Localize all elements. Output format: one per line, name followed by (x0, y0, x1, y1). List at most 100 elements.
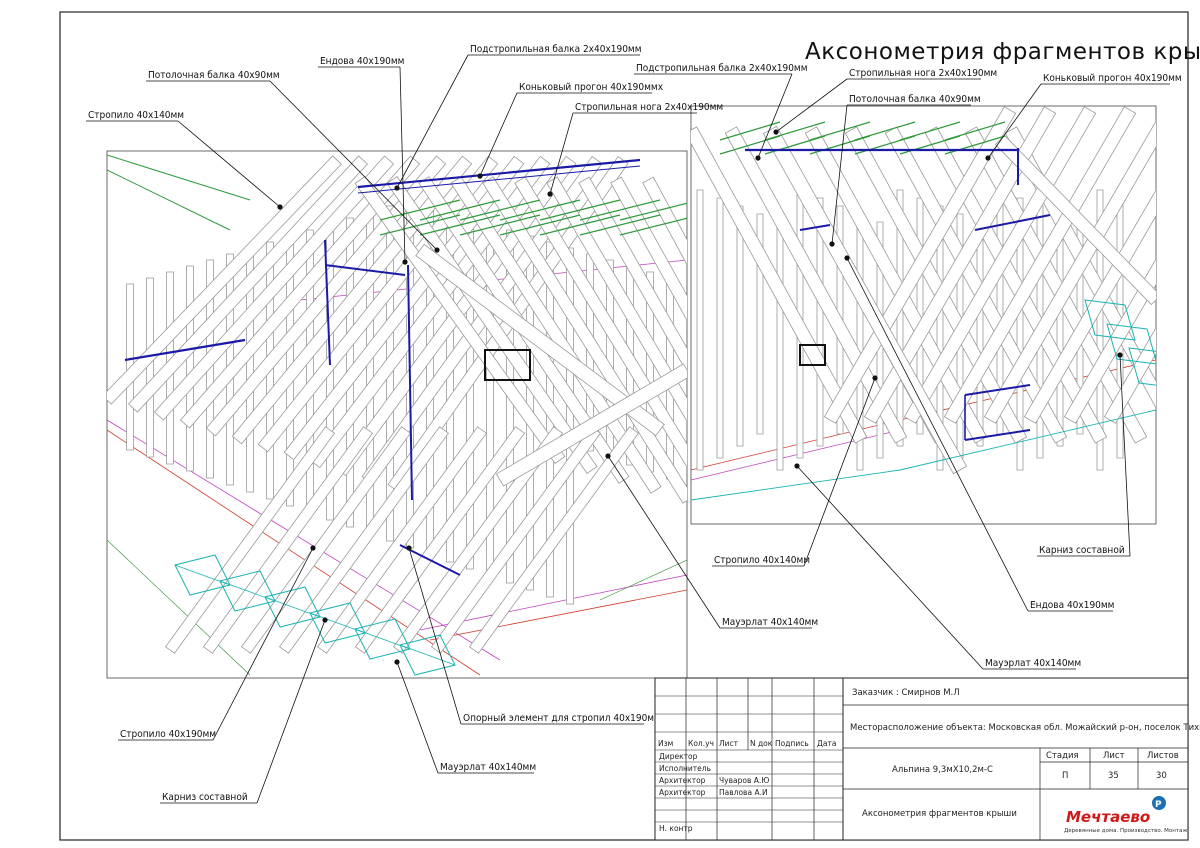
callout-label: Мауэрлат 40х140мм (440, 762, 536, 773)
collar-tie (419, 214, 501, 236)
valley-beam (495, 363, 687, 487)
rafter (128, 155, 368, 413)
eave-bracket-brace (399, 644, 456, 666)
stamp-header: Кол.уч (688, 739, 714, 748)
callout-leader (757, 73, 793, 159)
wall-plate-line (691, 429, 901, 481)
callout-label: Ендова 40х190мм (1030, 600, 1114, 611)
callout-opornyi-element: Опорный элемент для стропил 40х190мм (406, 545, 661, 725)
callout-dot (277, 204, 283, 210)
rafter (1023, 189, 1156, 424)
floor-opening (799, 344, 826, 366)
stamp-header: Лист (719, 739, 739, 748)
rafter (983, 120, 1156, 424)
stamp-header: Подпись (775, 739, 809, 748)
callout-leader (549, 112, 574, 195)
wall-plate-line (107, 429, 481, 676)
callout-label: Карниз составной (1039, 545, 1125, 556)
callout-leader (479, 92, 518, 177)
stamp-role: Исполнитель (659, 764, 711, 773)
stamp-sheets-label: Листов (1147, 751, 1179, 761)
collar-tie (459, 214, 541, 236)
callout-label: Карниз составной (162, 792, 248, 803)
callout-dot (434, 247, 440, 253)
header-beam (324, 264, 406, 276)
stamp-role: Директор (659, 752, 698, 761)
callout-dot (547, 191, 553, 197)
callout-dot (406, 545, 412, 551)
rafter (863, 106, 1057, 424)
collar-tie (619, 202, 687, 221)
callout-karniz-1: Карниз составной (160, 617, 328, 804)
collar-tie (107, 169, 231, 231)
callout-leader (607, 455, 721, 629)
collar-tie (499, 214, 581, 236)
callout-potolochnaya-balka-1: Потолочная балка 40х90мм (146, 69, 440, 253)
rafter-lower (164, 426, 336, 654)
callout-leader (396, 661, 439, 774)
rafter (823, 106, 1017, 424)
brand-name: Мечтаево (1066, 808, 1150, 826)
valley-beam (762, 125, 968, 475)
callout-dot (605, 453, 611, 459)
collar-tie (764, 121, 826, 141)
callout-stropilo-3: Стропило 40х140мм (712, 375, 878, 567)
right-axonometric-view (690, 105, 1157, 525)
callout-dot (829, 241, 835, 247)
callout-dot (1117, 352, 1123, 358)
rafter-lower (468, 426, 640, 654)
callout-dot (402, 259, 408, 265)
window-header (964, 384, 1031, 396)
callout-mauerlat-1: Мауэрлат 40х140мм (394, 659, 536, 774)
callout-podstr-balka-2: Подстропильная балка 2х40х190мм (634, 62, 808, 161)
sheet-border (59, 11, 1189, 841)
rafter (354, 175, 566, 465)
callout-leader (396, 54, 469, 189)
callout-stropilo-2: Стропило 40х190мм (118, 545, 316, 741)
callout-label: Подстропильная балка 2х40х190мм (470, 43, 642, 55)
drawing-title: Аксонометрия фрагментов крыши (805, 39, 1200, 65)
rafter-lower (278, 426, 450, 654)
stamp-header: Изм (658, 739, 673, 748)
stamp-header: Дата (817, 739, 836, 748)
stamp-sheet-title: Аксонометрия фрагментов крыши (862, 809, 1017, 819)
collar-tie (854, 121, 916, 141)
callout-leader (399, 66, 406, 263)
callout-leader (269, 80, 438, 251)
rafter (610, 176, 687, 321)
stamp-stage-label: Стадия (1046, 751, 1079, 761)
grid-line (599, 559, 687, 601)
rafter (546, 176, 687, 423)
collar-tie (719, 121, 781, 141)
window-sill (964, 429, 1031, 441)
eave-bracket (1106, 323, 1156, 365)
callout-konkovy-progon-1: Коньковый прогон 40х190ммх (477, 82, 664, 179)
stamp-role: Архитектор (659, 788, 706, 797)
callout-label: Потолочная балка 40х90мм (849, 93, 981, 105)
collar-tie (107, 154, 251, 201)
window-header (974, 214, 1051, 231)
stamp-location: Месторасположение объекта: Московская об… (850, 723, 1200, 733)
wall-stud (976, 221, 984, 447)
callout-leader (408, 547, 462, 725)
stamp-role: Н. контр (659, 824, 693, 833)
callout-label: Стропило 40х140мм (714, 555, 810, 566)
callout-podstr-balka-1: Подстропильная балка 2х40х190мм (394, 43, 642, 191)
wall-stud (736, 205, 744, 447)
ceiling-beam (124, 338, 246, 362)
rafter (107, 155, 342, 405)
collar-tie (459, 199, 541, 221)
callout-leader (831, 104, 848, 245)
rafter-lower (354, 426, 526, 654)
wall-stud (716, 197, 724, 459)
collar-tie (379, 214, 461, 236)
collar-tie (499, 199, 581, 221)
callout-label: Стропильная нога 2х40х190мм (575, 102, 723, 113)
callout-label: Мауэрлат 40х140мм (722, 617, 818, 628)
grid-line (107, 539, 251, 676)
stamp-project: Альпина 9,3мХ10,2м-С (892, 765, 993, 775)
brand-pin-icon (1152, 796, 1166, 810)
